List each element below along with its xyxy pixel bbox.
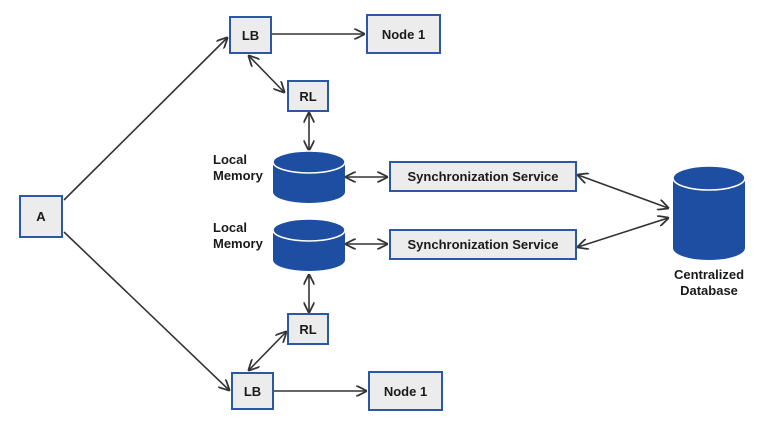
rate-limiter-top-box: RL — [287, 80, 329, 112]
load-balancer-bottom-box: LB — [231, 372, 274, 410]
local-memory-bottom-line1: Local — [213, 220, 247, 235]
arrow-client-to-lb-top — [63, 38, 227, 201]
node-bottom-box: Node 1 — [368, 371, 443, 411]
client-box: A — [19, 195, 63, 238]
rate-limiter-top-label: RL — [299, 88, 317, 104]
local-memory-bottom-cylinder — [272, 218, 346, 271]
arrow-client-to-lb-bottom — [63, 231, 229, 390]
node-top-box: Node 1 — [366, 14, 441, 54]
node-top-label: Node 1 — [381, 26, 426, 42]
sync-service-top-label: Synchronization Service — [407, 169, 559, 184]
arrow-rl-bottom-lb-bottom — [249, 332, 286, 370]
rate-limiter-bottom-box: RL — [287, 313, 329, 345]
sync-service-bottom-box: Synchronization Service — [389, 229, 577, 260]
local-memory-bottom-label: Local Memory — [213, 220, 263, 252]
central-database-cylinder — [672, 165, 746, 260]
arrow-sync-top-central-db — [578, 175, 668, 208]
load-balancer-bottom-label: LB — [243, 383, 262, 399]
central-database-label: Centralized Database — [664, 267, 754, 299]
central-database-line2: Database — [680, 283, 738, 298]
node-bottom-label: Node 1 — [383, 383, 428, 399]
local-memory-top-cylinder — [272, 150, 346, 203]
client-label: A — [36, 209, 46, 224]
load-balancer-top-box: LB — [229, 16, 272, 54]
arrow-lb-top-rl-top — [249, 56, 284, 92]
local-memory-top-label: Local Memory — [213, 152, 263, 184]
local-memory-top-line1: Local — [213, 152, 247, 167]
sync-service-bottom-label: Synchronization Service — [407, 237, 559, 252]
sync-service-top-box: Synchronization Service — [389, 161, 577, 192]
load-balancer-top-label: LB — [241, 27, 260, 43]
rate-limiter-bottom-label: RL — [299, 321, 317, 337]
local-memory-bottom-line2: Memory — [213, 236, 263, 251]
arrow-sync-bottom-central-db — [578, 218, 668, 247]
central-database-line1: Centralized — [673, 267, 745, 282]
local-memory-top-line2: Memory — [213, 168, 263, 183]
